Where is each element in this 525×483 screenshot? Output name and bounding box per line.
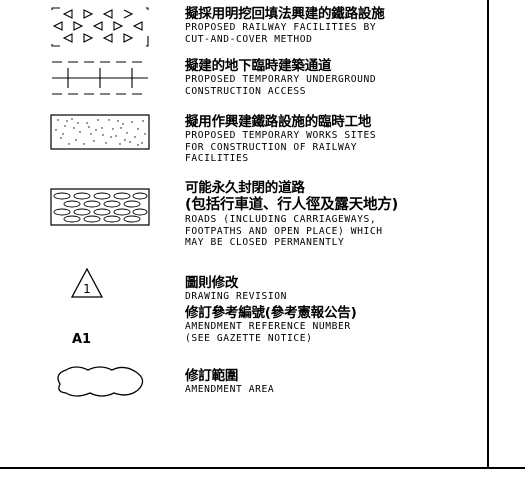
legend-item-5: 圖則修改 DRAWING REVISION [185, 275, 485, 303]
legend-item-4-zh-line2: (包括行車道、行人徑及露天地方) [185, 197, 399, 213]
legend-item-1: 擬採用明挖回填法興建的鐵路設施 PROPOSED RAILWAY FACILIT… [185, 6, 485, 45]
legend-item-3-en-line3: FACILITIES [185, 153, 249, 164]
amendment-cloud-symbol [57, 366, 144, 397]
legend-item-6: 修訂參考編號(參考憲報公告) AMENDMENT REFERENCE NUMBE… [185, 305, 485, 344]
legend-item-2-en-line1: PROPOSED TEMPORARY UNDERGROUND [185, 74, 377, 85]
revision-triangle-icon: 1 [70, 267, 104, 298]
legend-item-1-zh: 擬採用明挖回填法興建的鐵路設施 [185, 6, 385, 22]
legend-item-2-zh: 擬建的地下臨時建築通道 [185, 58, 332, 74]
amendment-reference-symbol: A1 [72, 332, 92, 347]
legend-item-1-en-line2: CUT-AND-COVER METHOD [185, 33, 313, 45]
legend-item-7: 修訂範圍 AMENDMENT AREA [185, 368, 485, 396]
legend-item-3-en-line1: PROPOSED TEMPORARY WORKS SITES [185, 130, 377, 141]
right-border-line [487, 0, 489, 468]
triangle-hatch-symbol [51, 7, 149, 47]
legend-item-4-en-line3: MAY BE CLOSED PERMANENTLY [185, 237, 345, 248]
ellipse-hatch-symbol [50, 188, 150, 226]
revision-number: 1 [83, 282, 91, 296]
legend-item-2: 擬建的地下臨時建築通道 PROPOSED TEMPORARY UNDERGROU… [185, 58, 485, 97]
legend-item-6-en-line1: AMENDMENT REFERENCE NUMBER [185, 321, 351, 332]
legend-item-4: 可能永久封閉的道路 (包括行車道、行人徑及露天地方) ROADS (INCLUD… [185, 180, 485, 249]
legend-item-3-zh: 擬用作興建鐵路設施的臨時工地 [185, 114, 372, 130]
legend-item-4-en-line2: FOOTPATHS AND OPEN PLACE) WHICH [185, 225, 383, 237]
legend-item-6-zh: 修訂參考編號(參考憲報公告) [185, 305, 357, 321]
legend-item-4-en-line1: ROADS (INCLUDING CARRIAGEWAYS, [185, 214, 377, 225]
legend-item-2-en-line2: CONSTRUCTION ACCESS [185, 85, 307, 97]
legend-item-7-zh: 修訂範圍 [185, 368, 239, 384]
legend-item-6-en-line2: (SEE GAZETTE NOTICE) [185, 332, 313, 344]
legend-item-1-en-line1: PROPOSED RAILWAY FACILITIES BY [185, 22, 377, 33]
legend-item-7-en-line1: AMENDMENT AREA [185, 384, 275, 395]
stipple-symbol [50, 114, 150, 150]
legend-item-5-zh: 圖則修改 [185, 275, 239, 291]
legend-item-3-en-line2: FOR CONSTRUCTION OF RAILWAY [185, 141, 358, 153]
legend-item-3: 擬用作興建鐵路設施的臨時工地 PROPOSED TEMPORARY WORKS … [185, 114, 485, 165]
bottom-border-line [0, 467, 525, 469]
legend-item-5-en-line1: DRAWING REVISION [185, 291, 288, 302]
legend-item-4-zh-line1: 可能永久封閉的道路 [185, 180, 305, 196]
cross-dashed-symbol [52, 61, 148, 95]
